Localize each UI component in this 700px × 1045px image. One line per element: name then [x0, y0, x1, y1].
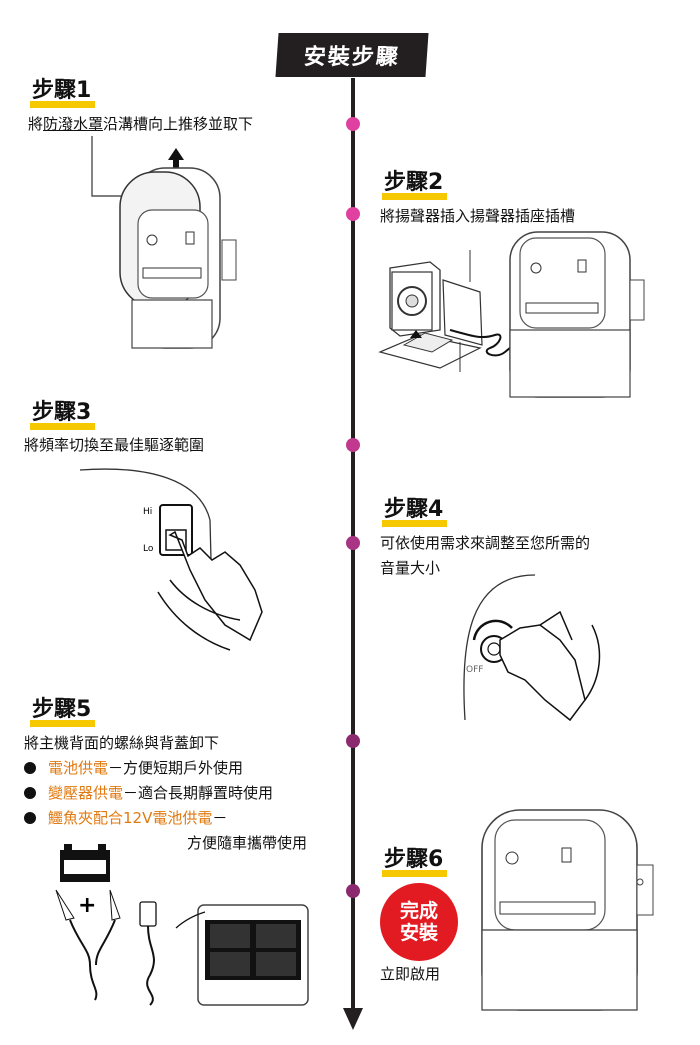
- bullet-icon: [24, 762, 36, 774]
- step4-title: 步驟4: [382, 497, 448, 527]
- timeline-dot-step4: [346, 536, 360, 550]
- step1-description: 將防潑水罩沿溝槽向上推移並取下: [28, 115, 254, 133]
- switch-hi-label: Hi: [143, 507, 152, 517]
- timeline-dot-step6: [346, 884, 360, 898]
- step4-description-line2: 音量大小: [380, 559, 441, 577]
- step3-description: 將頻率切換至最佳驅逐範圍: [24, 436, 205, 454]
- complete-badge: 完成 安裝: [380, 883, 458, 961]
- bullet-icon: [24, 787, 36, 799]
- badge-line2: 安裝: [399, 922, 438, 944]
- switch-lo-label: Lo: [143, 544, 154, 554]
- power-option-battery: 電池供電－方便短期戶外使用: [24, 757, 243, 779]
- timeline-dot-step3: [346, 438, 360, 452]
- step5-description: 將主機背面的螺絲與背蓋卸下: [24, 734, 220, 752]
- step6-description: 立即啟用: [380, 965, 441, 983]
- timeline-arrowhead: [343, 1008, 363, 1030]
- step2-description: 將揚聲器插入揚聲器插座插槽: [380, 207, 576, 225]
- bullet-icon: [24, 812, 36, 824]
- power-option-clamp-continued: 方便隨車攜帶使用: [187, 834, 308, 852]
- timeline-dot-step1: [346, 117, 360, 131]
- step4-description-line1: 可依使用需求來調整至您所需的: [380, 534, 591, 552]
- timeline-dot-step5: [346, 734, 360, 748]
- power-option-adapter: 變壓器供電－適合長期靜置時使用: [24, 782, 273, 804]
- power-option-clamp: 鱷魚夾配合12V電池供電－: [24, 807, 227, 829]
- timeline-dot-step2: [346, 207, 360, 221]
- battery-plus-sign: +: [78, 893, 96, 918]
- knob-off-label: OFF: [466, 665, 483, 675]
- badge-line1: 完成: [399, 900, 438, 922]
